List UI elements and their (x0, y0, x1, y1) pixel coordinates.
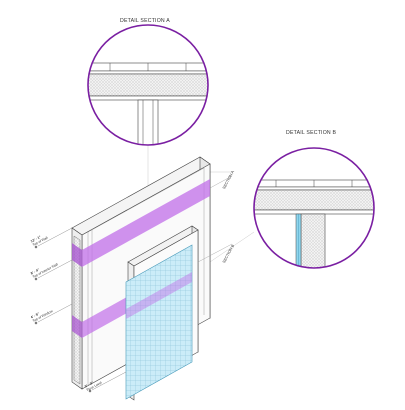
section-tag-leaders (197, 175, 233, 263)
section-band-a (72, 179, 210, 267)
level-markers (34, 227, 127, 393)
detail-b-title: DETAIL SECTION B (286, 130, 337, 136)
detail-b (253, 147, 375, 269)
detail-a (87, 24, 209, 146)
detail-a-title: DETAIL SECTION A (120, 18, 170, 24)
glazing-panel (125, 244, 193, 400)
